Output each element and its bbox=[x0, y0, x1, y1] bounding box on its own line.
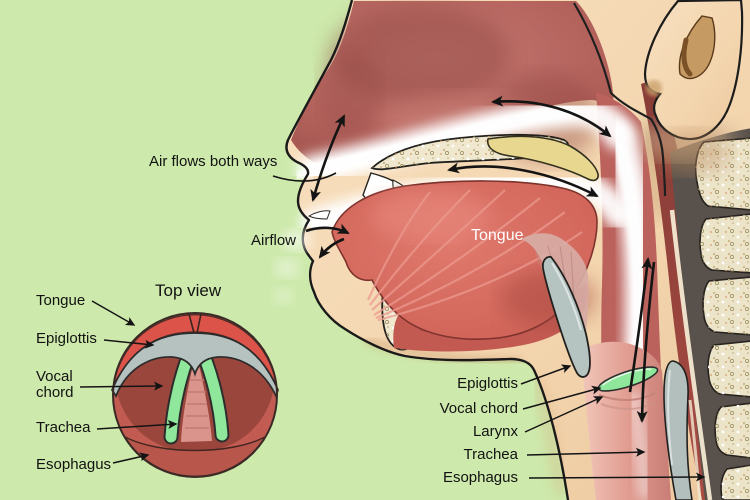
neck-label-trachea: Trachea bbox=[463, 446, 518, 463]
air-both-ways-leader bbox=[272, 172, 337, 182]
label-airflow: Airflow bbox=[251, 232, 297, 249]
neck-label-larynx: Larynx bbox=[472, 423, 518, 440]
inset-label-tongue: Tongue bbox=[36, 292, 86, 309]
inset-trachea-ridges bbox=[185, 379, 209, 429]
inset-leader-tongue bbox=[91, 300, 136, 326]
inset-title: Top view bbox=[155, 281, 222, 300]
inset-label-vocal-chord: Vocal chord bbox=[36, 368, 74, 401]
inset-leader-trachea bbox=[96, 420, 178, 430]
nose-airflow-arrow bbox=[310, 114, 346, 202]
ear bbox=[643, 0, 744, 174]
inset-top-notch bbox=[188, 313, 202, 334]
inset-trachea-opening bbox=[181, 352, 212, 442]
skull-boundary-line bbox=[573, 2, 667, 197]
inset-label-leaders bbox=[79, 300, 178, 464]
leader-epiglottis bbox=[520, 364, 572, 385]
trachea-shape bbox=[581, 341, 671, 500]
inset-leader-epiglottis bbox=[103, 339, 155, 349]
label-tongue-main: Tongue bbox=[471, 227, 524, 244]
neck-label-vocal-chord: Vocal chord bbox=[439, 400, 518, 417]
inset-epiglottis-band bbox=[111, 332, 279, 399]
inset-label-esophagus: Esophagus bbox=[36, 456, 112, 473]
breath-mist bbox=[272, 229, 312, 305]
inset-label-epiglottis: Epiglottis bbox=[36, 330, 97, 347]
mouth-passage-arrow bbox=[447, 162, 599, 198]
leader-vocal-chord bbox=[522, 385, 602, 410]
inset-label-trachea: Trachea bbox=[36, 419, 91, 436]
throat-up-arrow bbox=[628, 257, 653, 393]
cricoid-cartilage bbox=[663, 360, 702, 500]
inset-outline bbox=[112, 312, 278, 478]
throat-down-arrow bbox=[636, 261, 656, 423]
leader-esophagus bbox=[528, 472, 706, 482]
epiglottis-shape bbox=[541, 255, 591, 378]
neck-label-leaders bbox=[520, 364, 706, 482]
leader-larynx bbox=[524, 396, 604, 433]
prevertebral-line bbox=[669, 209, 713, 500]
nasal-passage-arrow bbox=[491, 95, 612, 138]
neck-label-esophagus: Esophagus bbox=[442, 469, 518, 486]
inset-leader-esophagus bbox=[112, 452, 150, 464]
label-air-flows-both-ways: Air flows both ways bbox=[149, 153, 278, 170]
leader-trachea bbox=[526, 447, 646, 457]
airflow-arrows bbox=[272, 95, 656, 423]
mouth-in-arrow bbox=[305, 223, 350, 235]
top-view-inset bbox=[79, 300, 279, 478]
larynx-folds bbox=[598, 392, 656, 410]
inset-leader-vocal-chord bbox=[79, 381, 164, 391]
mouth-out-arrow bbox=[318, 237, 345, 259]
neck-label-epiglottis: Epiglottis bbox=[457, 375, 518, 392]
